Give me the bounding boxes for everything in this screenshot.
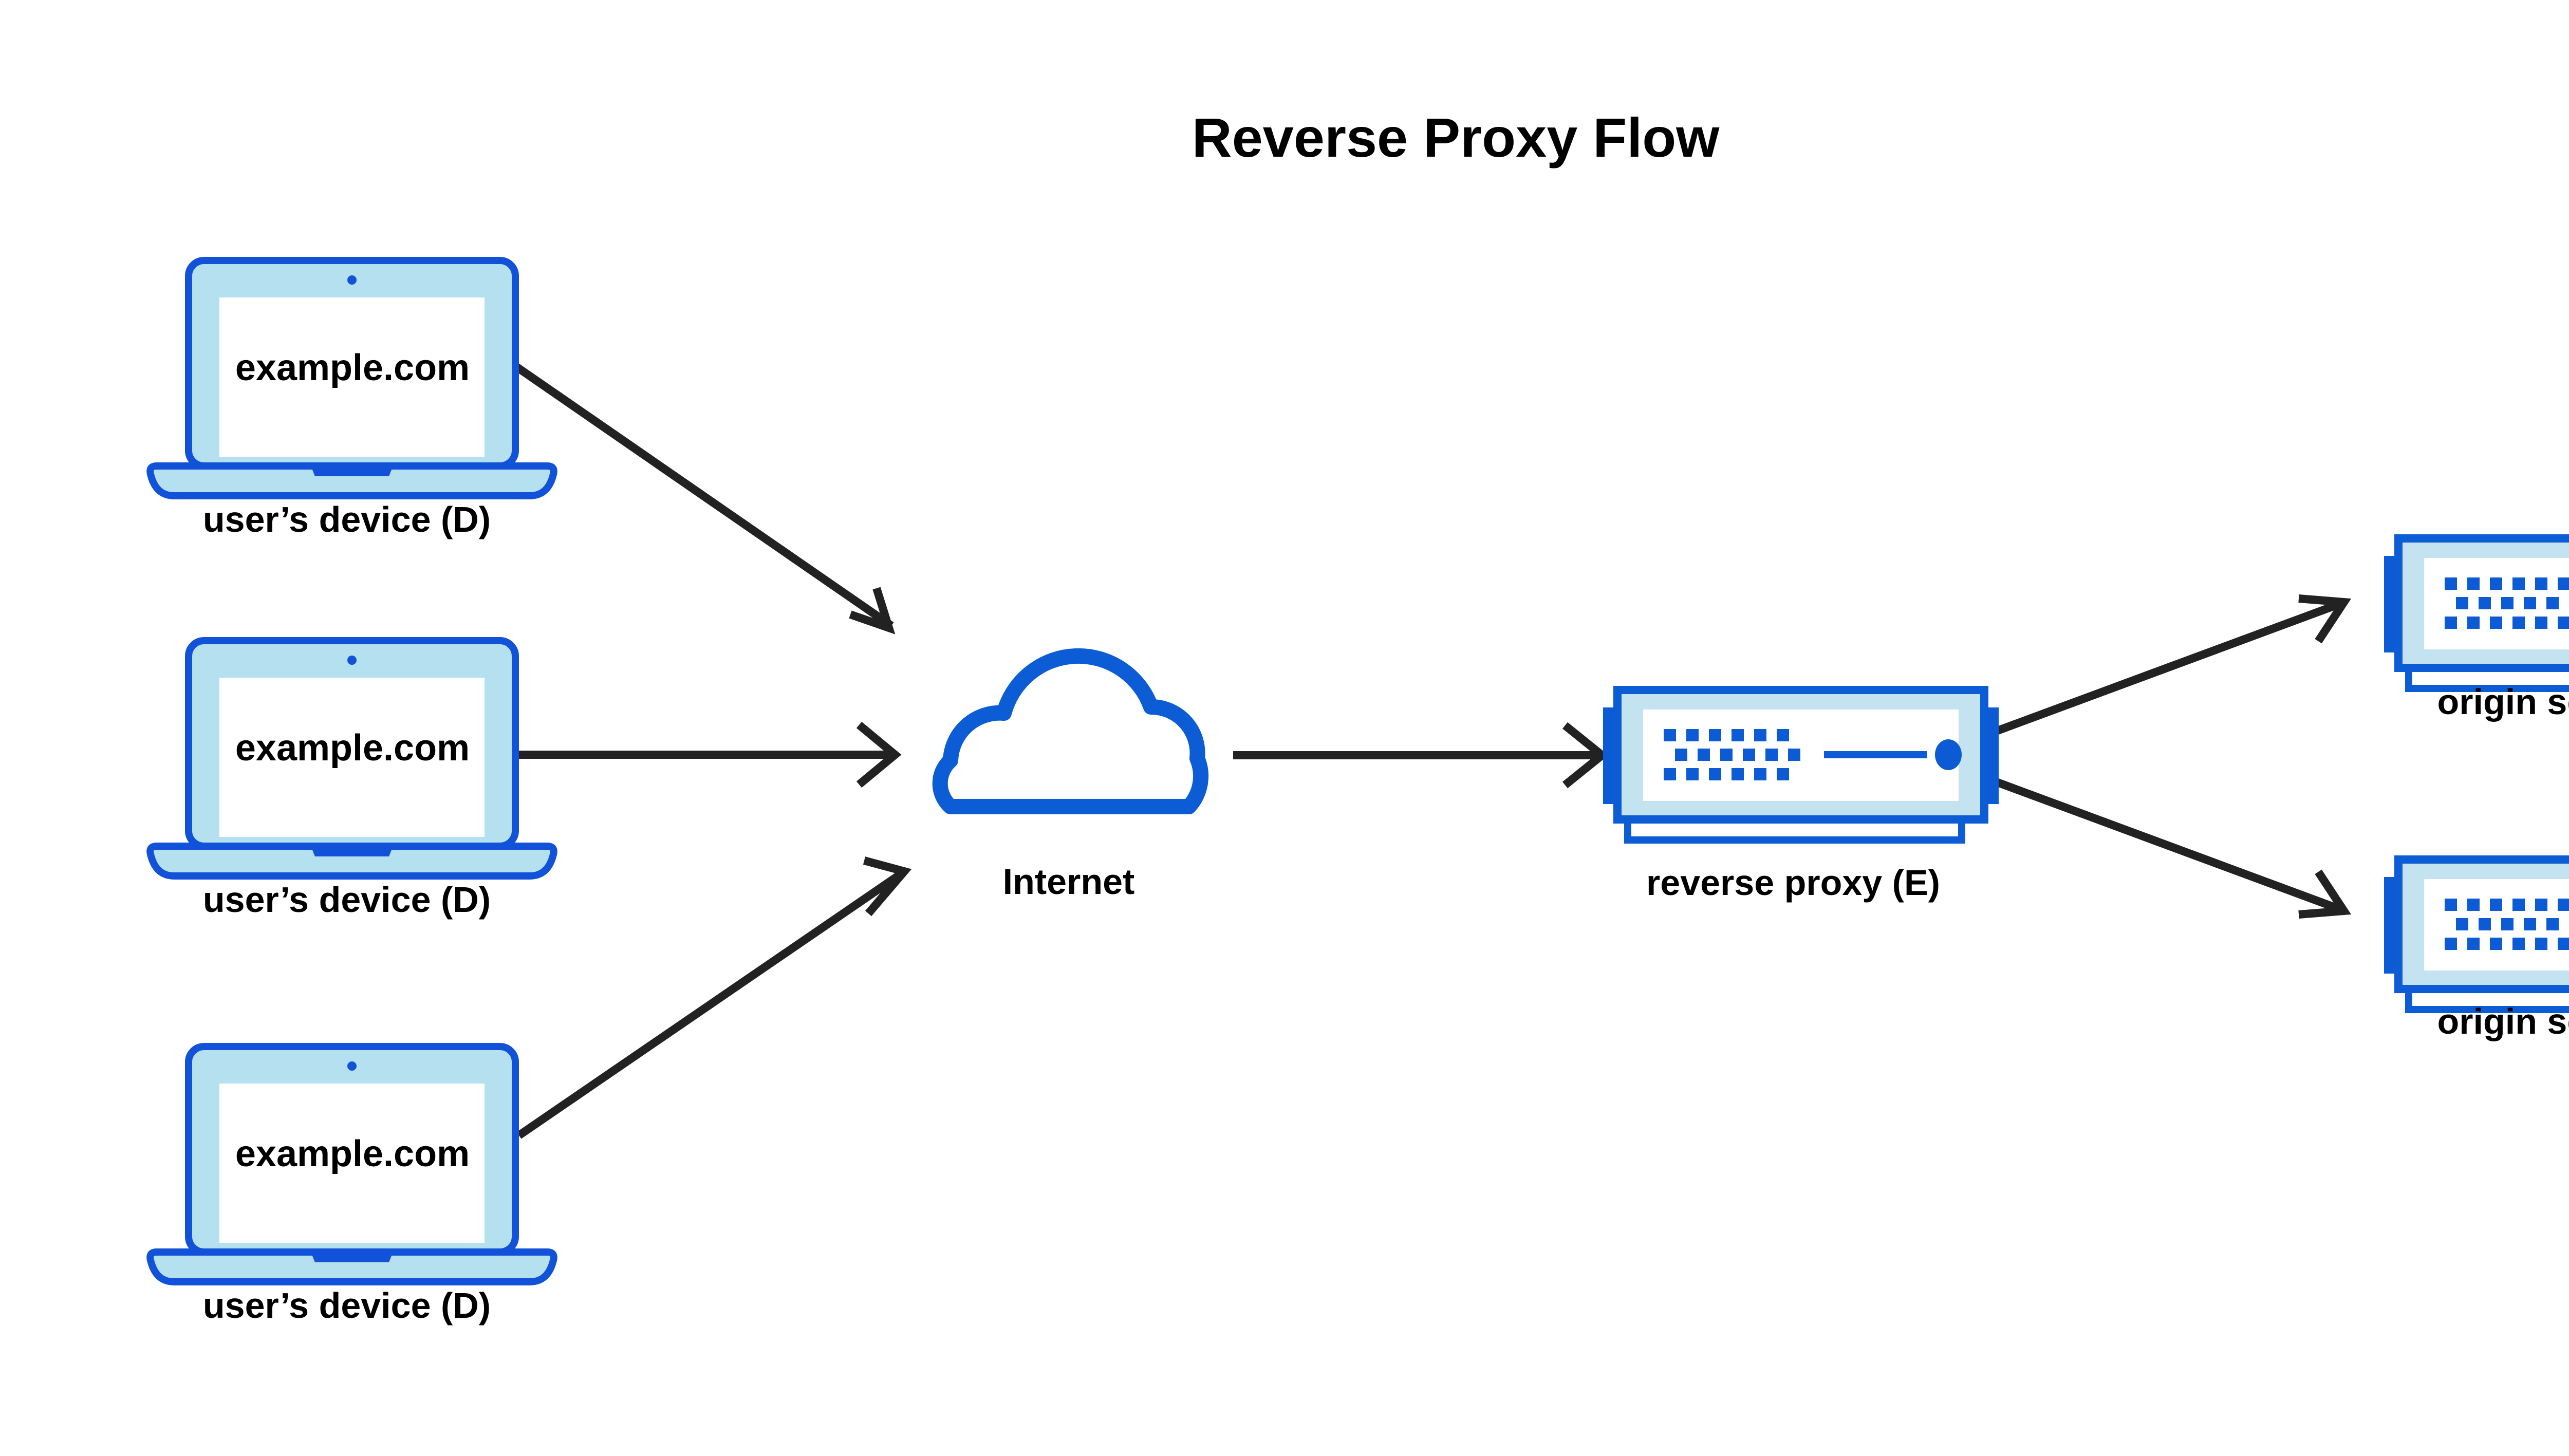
node-label-user-device: user’s device (D) — [203, 499, 491, 539]
edge-device1-to-internet — [504, 356, 896, 634]
server-icon — [2384, 860, 2569, 1010]
node-label-origin-server: origin server (F) — [2437, 682, 2569, 722]
node-label-internet: Internet — [1003, 862, 1135, 902]
node-user-device-3[interactable]: example.com user’s device (D) — [150, 1047, 554, 1326]
server-icon — [2384, 538, 2569, 688]
server-icon — [1603, 690, 1999, 840]
node-reverse-proxy[interactable]: reverse proxy (E) — [1603, 690, 1999, 903]
node-origin-server-2[interactable]: origin server (F) — [2384, 860, 2569, 1041]
node-label-reverse-proxy: reverse proxy (E) — [1646, 863, 1940, 903]
device-screen-text: example.com — [235, 1133, 470, 1174]
node-label-origin-server: origin server (F) — [2437, 1001, 2569, 1041]
edge-reverse-proxy-to-origin2 — [1992, 777, 2352, 919]
node-user-device-2[interactable]: example.com user’s device (D) — [150, 641, 554, 920]
node-internet[interactable]: Internet — [940, 656, 1201, 902]
edge-device3-to-internet — [516, 856, 912, 1139]
cloud-icon — [940, 656, 1201, 807]
edge-device2-to-internet — [499, 721, 902, 788]
edge-reverse-proxy-to-origin1 — [1992, 594, 2352, 736]
device-screen-text: example.com — [235, 347, 470, 388]
edge-group — [499, 356, 2352, 1139]
node-label-user-device: user’s device (D) — [203, 1285, 491, 1326]
page-title: Reverse Proxy Flow — [1192, 106, 1720, 169]
device-screen-text: example.com — [235, 727, 470, 769]
node-label-user-device: user’s device (D) — [203, 880, 491, 920]
node-origin-server-1[interactable]: origin server (F) — [2384, 538, 2569, 722]
node-user-device-1[interactable]: example.com user’s device (D) — [150, 260, 554, 539]
edge-internet-to-reverse-proxy — [1233, 722, 1609, 789]
